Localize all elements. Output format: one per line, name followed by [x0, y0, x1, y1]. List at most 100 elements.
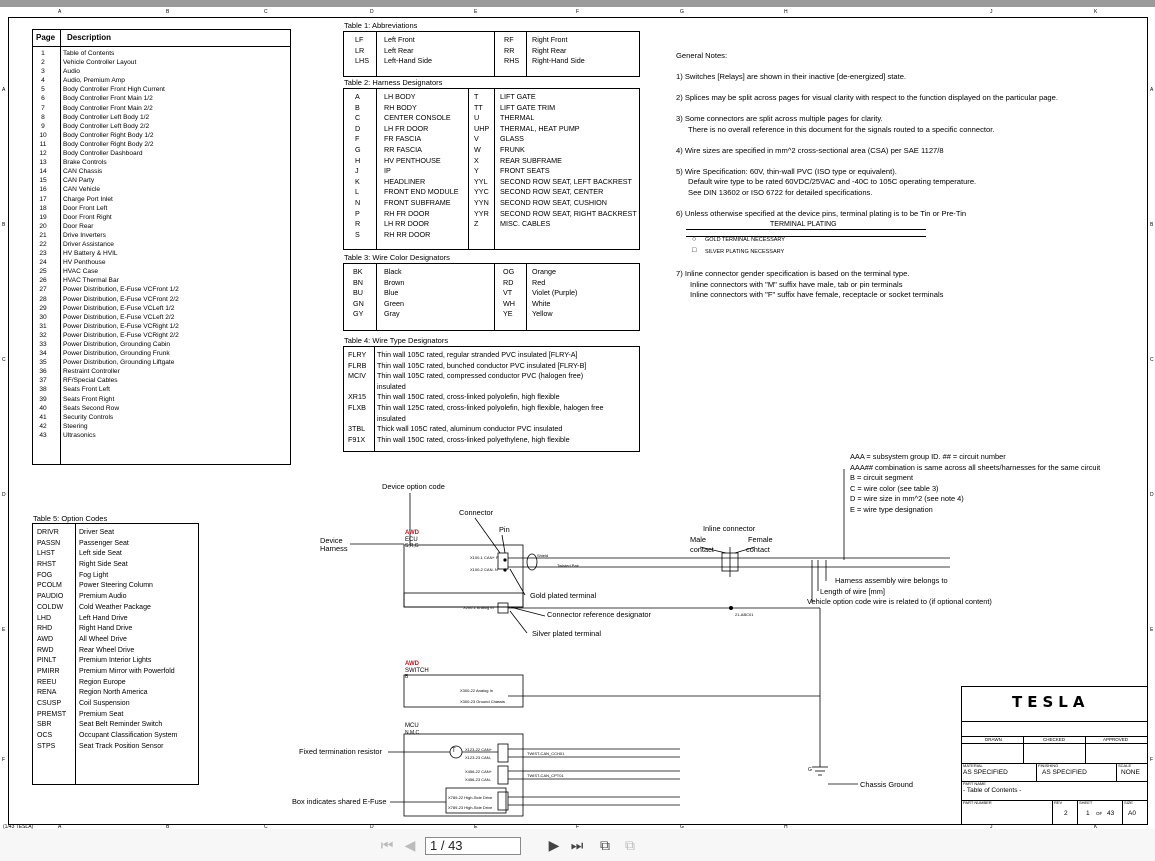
option-code: SBR — [37, 721, 52, 729]
page-number: 2 — [41, 59, 45, 67]
page-number: 29 — [39, 304, 47, 312]
table2-cell: HEADLINER — [384, 176, 426, 186]
page-description: RF/Special Cables — [63, 377, 118, 385]
ruler-row-label: D — [2, 492, 6, 498]
male-contact-label: Male — [690, 535, 707, 544]
table1-cell: RR — [504, 45, 515, 55]
page-description: HVAC Thermal Bar — [63, 277, 119, 285]
mcu-label: MCU — [405, 723, 419, 729]
page-number: 22 — [39, 240, 47, 248]
sheet-total: 43 — [1107, 810, 1115, 817]
header-description: Description — [67, 33, 112, 42]
ruler-col-label: A — [58, 9, 62, 15]
page-number: 6 — [41, 95, 45, 103]
note-2: 2) Splices may be split across pages for… — [676, 93, 1058, 102]
table2-cell: FRONT SEATS — [500, 166, 550, 176]
option-code: PAUDIO — [37, 593, 64, 601]
table2-cell: TT — [474, 102, 483, 112]
table3-cell: YE — [503, 309, 513, 319]
material-label: MATERIAL — [963, 763, 983, 768]
page-index-row: 37 RF/Special Cables — [33, 376, 290, 385]
first-page-button[interactable]: ⏮ — [380, 837, 394, 853]
note-5-detail: Default wire type to be rated 60VDC/25VA… — [688, 177, 977, 186]
ground-symbol-label: G — [808, 767, 812, 773]
page-index-header: Page Description — [33, 30, 290, 47]
option-description: Premium Mirror with Powerfold — [79, 667, 175, 675]
page-layout-icon[interactable]: ⧉ — [600, 837, 610, 853]
table2-cell: C — [355, 113, 361, 123]
table2-cell: MISC. CABLES — [500, 219, 551, 229]
sheet-of: OF — [1096, 811, 1103, 816]
tesla-logo: TESLA — [1012, 693, 1090, 711]
awd-option-label: AWD — [405, 530, 419, 536]
fixed-termination-label: Fixed termination resistor — [299, 747, 382, 756]
twist-can-label-2: TWIST-CAN_CPT01 — [527, 773, 564, 778]
ruler-col-label: G — [680, 9, 684, 15]
option-code: PREMST — [37, 710, 67, 718]
table2-cell: K — [355, 176, 360, 186]
page-description: Body Controller Dashboard — [63, 150, 143, 158]
page-number: 15 — [39, 177, 47, 185]
page-description: Driver Assistance — [63, 240, 114, 248]
page-description: Power Distribution, Grounding Frunk — [63, 350, 170, 358]
table2-cell: LIFT GATE TRIM — [500, 102, 556, 112]
page-index-row: 39 Seats Front Right — [33, 395, 290, 404]
option-description: Seat Belt Reminder Switch — [79, 721, 163, 729]
table1-cell: Left Front — [384, 35, 415, 44]
page-number: 39 — [39, 395, 47, 403]
ecu-pin-3: X200-1 Analog In — [463, 605, 494, 610]
harness-assembly-label: Harness assembly wire belongs to — [835, 576, 948, 585]
page-number: 28 — [39, 295, 47, 303]
table2-cell: Z — [474, 219, 479, 229]
table1-cell: Right Rear — [532, 45, 567, 55]
previous-page-button[interactable]: ◀ — [404, 837, 416, 853]
table2-cell: LH BODY — [384, 92, 416, 101]
page-description: Audio, Premium Amp — [63, 77, 125, 85]
table1-cell: LF — [355, 35, 364, 44]
page-description: Steering — [63, 422, 88, 430]
option-description: Occupant Classification System — [79, 732, 178, 740]
page-description: HV Battery & HVIL — [63, 250, 118, 258]
table2-cell: CENTER CONSOLE — [384, 113, 451, 123]
page-description: Seats Front Right — [63, 395, 115, 403]
table2-cell: SECOND ROW SEAT, RIGHT BACKREST — [500, 208, 637, 218]
table2-cell: SECOND ROW SEAT, CUSHION — [500, 198, 607, 207]
table2-cell: S — [355, 229, 360, 239]
table2-cell: FRUNK — [500, 145, 525, 154]
next-page-button[interactable]: ▶ — [548, 837, 560, 853]
sheet-value: 1 — [1086, 810, 1090, 817]
table3-cell: VT — [503, 288, 513, 298]
option-description: Coil Suspension — [79, 700, 130, 707]
page-number: 37 — [39, 377, 47, 385]
page-description: Body Controller Right Body 2/2 — [63, 140, 154, 148]
last-page-button[interactable]: ⏭ — [570, 837, 584, 853]
ruler-row-label: B — [2, 222, 6, 228]
extract-pages-icon[interactable]: ⧉ — [625, 837, 635, 853]
ruler-col-label: C — [264, 824, 268, 830]
drawing-frame — [8, 17, 1148, 825]
page-number-input[interactable]: 1 / 43 — [425, 837, 521, 855]
table2-cell: B — [355, 102, 360, 112]
table2-cell: RR FASCIA — [384, 145, 422, 154]
